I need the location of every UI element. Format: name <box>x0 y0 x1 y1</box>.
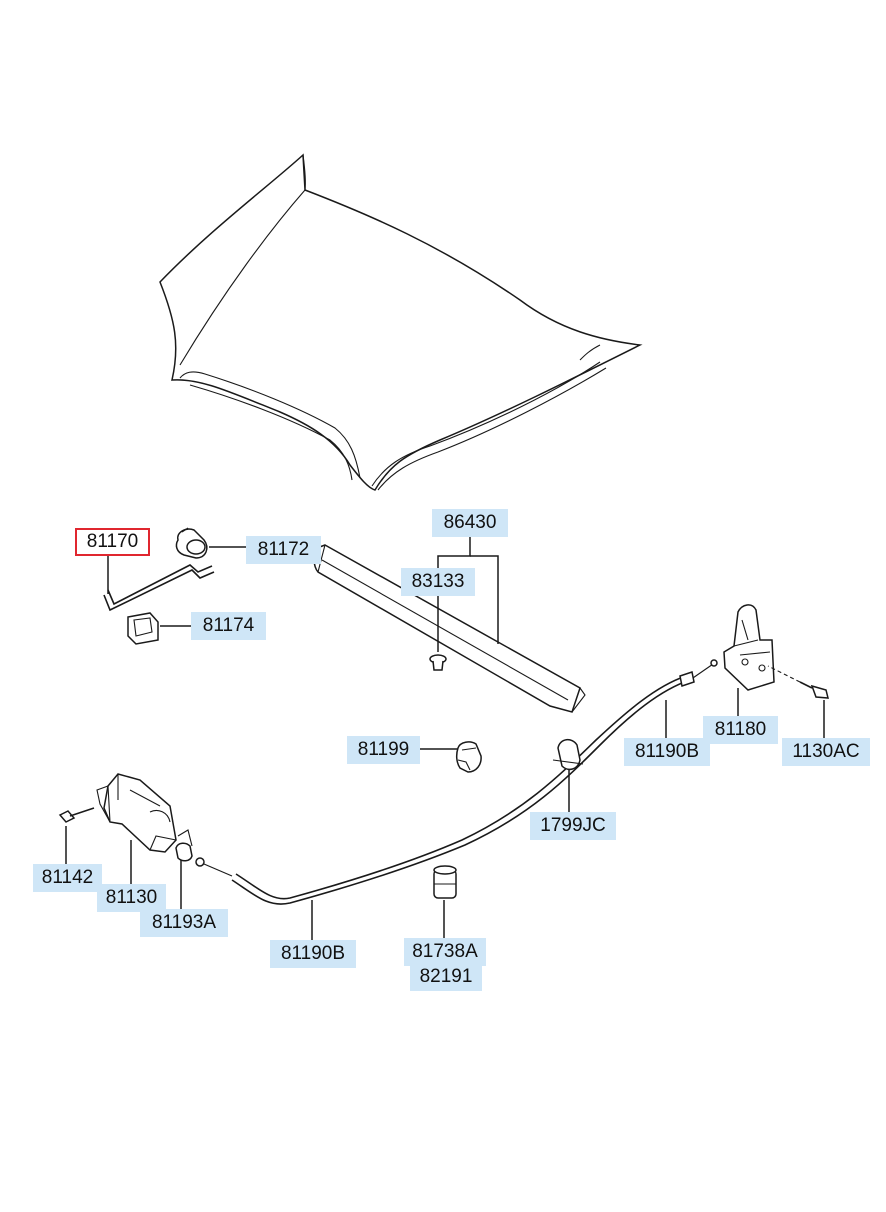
part-label-81738a[interactable]: 81738A <box>404 938 486 966</box>
part-label-81142[interactable]: 81142 <box>33 864 102 892</box>
part-label-81199[interactable]: 81199 <box>347 736 420 764</box>
bumper-stop-81738a[interactable] <box>433 865 457 899</box>
part-label-81172[interactable]: 81172 <box>246 536 321 564</box>
part-label-86430[interactable]: 86430 <box>432 509 508 537</box>
part-label-81190b-bottom[interactable]: 81190B <box>270 940 356 968</box>
clip-81193a[interactable] <box>175 829 233 877</box>
part-label-81180[interactable]: 81180 <box>703 716 778 744</box>
grommet-81199[interactable] <box>455 741 482 773</box>
hood-stay-rod-81170[interactable] <box>103 564 215 612</box>
clip-83133[interactable] <box>429 654 447 671</box>
part-label-81193a[interactable]: 81193A <box>140 909 228 937</box>
bolt-81142[interactable] <box>58 807 95 823</box>
part-label-82191[interactable]: 82191 <box>410 963 482 991</box>
part-label-83133[interactable]: 83133 <box>401 568 475 596</box>
clip-81174[interactable] <box>127 612 159 645</box>
grommet-81172[interactable] <box>175 527 208 559</box>
hood-latch-81180[interactable] <box>723 604 775 691</box>
cable-clip-1799jc[interactable] <box>552 739 584 771</box>
part-label-81130[interactable]: 81130 <box>97 884 166 912</box>
part-label-81190b-top[interactable]: 81190B <box>624 738 710 766</box>
release-handle-81130[interactable] <box>96 773 177 853</box>
part-label-1799jc[interactable]: 1799JC <box>530 812 616 840</box>
part-label-1130ac[interactable]: 1130AC <box>782 738 870 766</box>
leader-lines <box>65 537 825 940</box>
hood-panel <box>159 153 643 491</box>
bolt-1130ac[interactable] <box>767 665 829 699</box>
part-label-81174[interactable]: 81174 <box>191 612 266 640</box>
release-cable-upper[interactable] <box>231 659 718 905</box>
part-label-81170[interactable]: 81170 <box>75 528 150 556</box>
